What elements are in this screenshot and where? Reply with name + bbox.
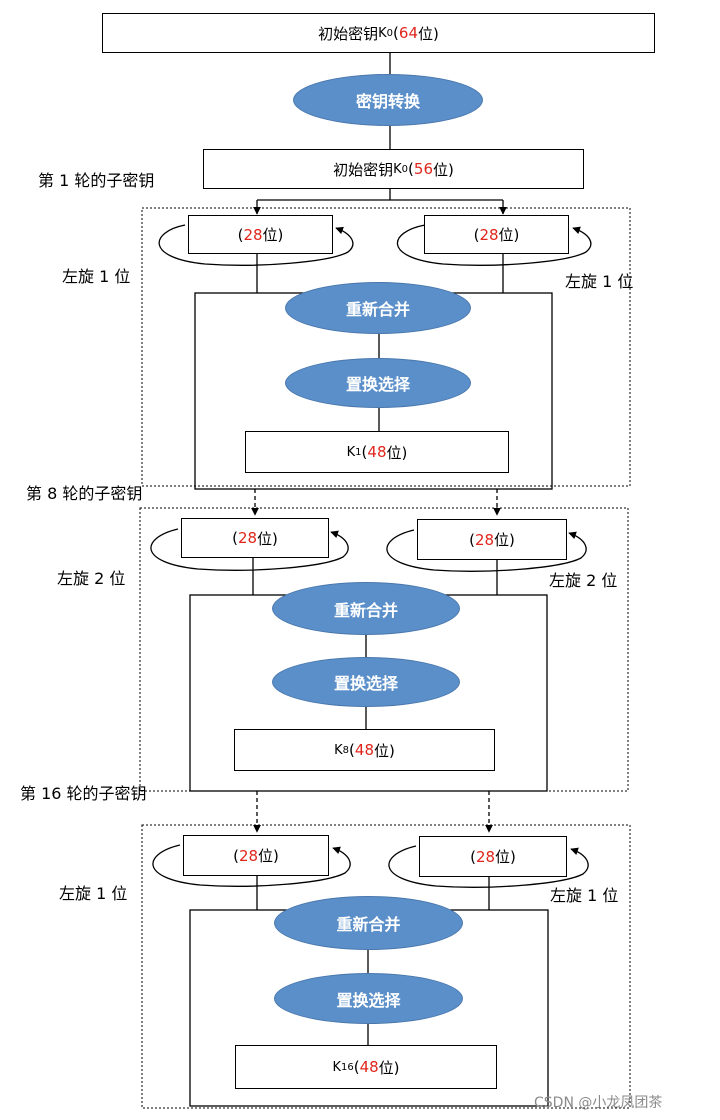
- bit-count: 48: [359, 1058, 379, 1076]
- round-16-left-half-box: (28 位): [183, 835, 329, 876]
- key-subscript: 16: [340, 1061, 354, 1073]
- round-1-rotate-right-label: 左旋 1 位: [565, 272, 634, 291]
- round-16-right-half-box: (28 位): [419, 836, 567, 877]
- round-8-left-half-box: (28 位): [181, 518, 329, 558]
- key-symbol: K: [378, 25, 387, 41]
- key-subscript: 0: [401, 163, 409, 175]
- bit-count: 28: [479, 225, 499, 244]
- paren-open: (: [408, 160, 414, 178]
- round-8-rotate-left-label: 左旋 2 位: [57, 569, 126, 588]
- round-1-merge-oval: 重新合并: [285, 282, 471, 334]
- round-8-merge-oval: 重新合并: [272, 582, 460, 635]
- round-1-permute-oval: 置换选择: [285, 358, 471, 408]
- key-symbol: K: [332, 1059, 341, 1075]
- round-16-merge-oval: 重新合并: [274, 896, 463, 950]
- key-transform-label: 密钥转换: [355, 92, 420, 111]
- key-transform-oval: 密钥转换: [293, 74, 483, 126]
- key-symbol: K: [346, 444, 356, 460]
- round-16-title: 第 16 轮的子密钥: [20, 784, 147, 803]
- paren-open: (: [393, 24, 399, 42]
- round-8-rotate-right-label: 左旋 2 位: [549, 571, 618, 590]
- round-1-left-half-box: (28 位): [188, 215, 333, 254]
- round-8-permute-oval: 置换选择: [272, 657, 460, 707]
- key-subscript: 0: [386, 27, 394, 39]
- initial-key-label: 初始密钥: [333, 160, 394, 179]
- round-1-rotate-left-label: 左旋 1 位: [62, 267, 131, 286]
- bit-count: 48: [354, 741, 374, 759]
- bit-count: 28: [237, 529, 258, 547]
- round-16-rotate-left-label: 左旋 1 位: [59, 884, 128, 903]
- round-1-right-half-box: (28 位): [424, 215, 569, 254]
- bit-count: 48: [367, 443, 387, 461]
- round-1-title: 第 1 轮的子密钥: [38, 171, 155, 190]
- bit-count: 56: [413, 160, 433, 178]
- bit-count: 28: [238, 846, 259, 865]
- round-8-right-half-box: (28 位): [417, 519, 567, 560]
- key-subscript: 1: [355, 446, 362, 458]
- bit-unit: 位): [433, 160, 454, 179]
- bit-count: 64: [398, 24, 418, 42]
- bit-unit: 位): [418, 24, 439, 43]
- round-8-title: 第 8 轮的子密钥: [26, 484, 143, 503]
- bit-count: 28: [475, 847, 496, 866]
- key-symbol: K: [334, 742, 343, 758]
- bit-count: 28: [474, 530, 495, 549]
- initial-key-label: 初始密钥: [318, 24, 379, 43]
- bit-count: 28: [243, 225, 263, 244]
- round-16-rotate-right-label: 左旋 1 位: [550, 886, 619, 905]
- key-symbol: K: [393, 161, 402, 177]
- round-16-permute-oval: 置换选择: [274, 973, 463, 1024]
- watermark: CSDN @小龙凤团茶: [534, 1095, 663, 1111]
- key-subscript: 8: [342, 744, 350, 756]
